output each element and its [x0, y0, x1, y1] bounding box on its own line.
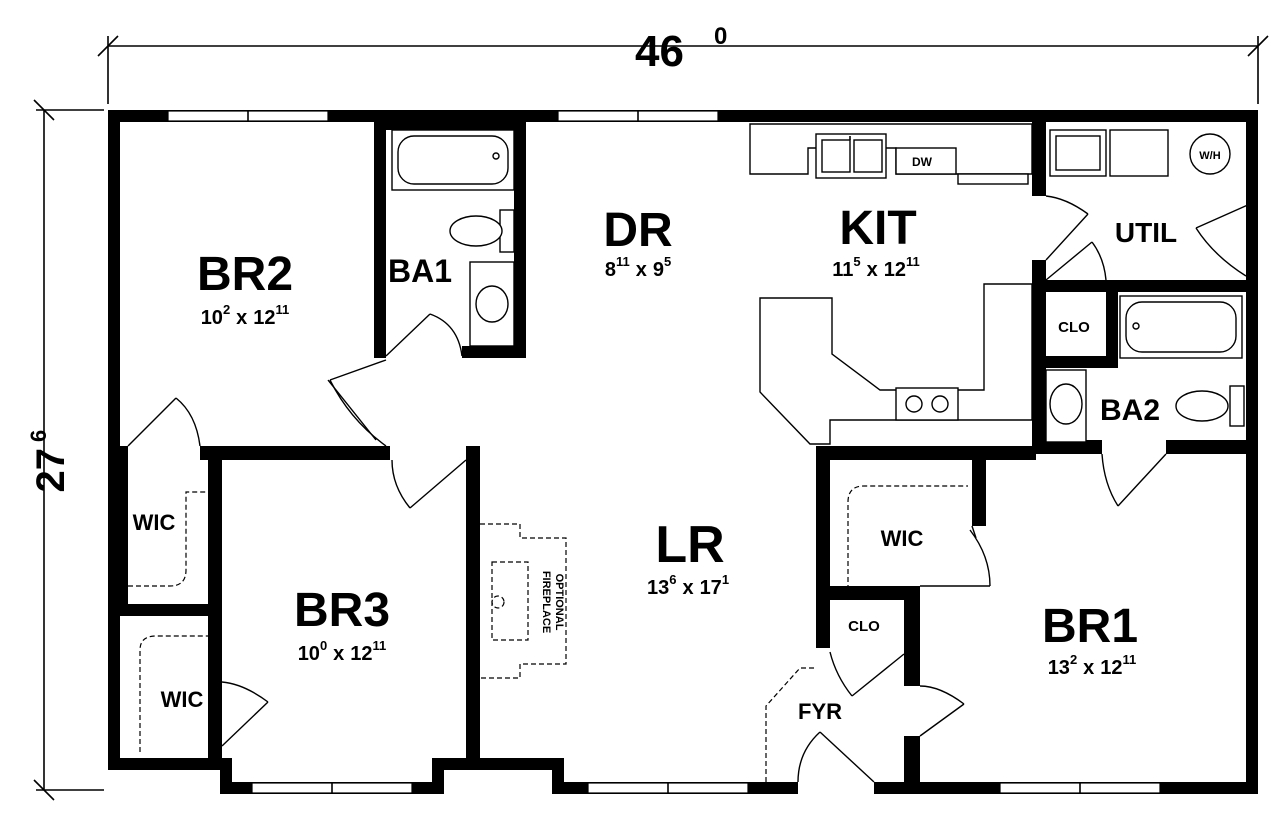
room-clo-top-name: CLO — [1058, 319, 1090, 336]
room-lr-name: LR — [655, 516, 724, 574]
room-fyr-name: FYR — [798, 699, 842, 724]
room-wic-br2-name: WIC — [133, 510, 176, 535]
fixtures — [391, 123, 1245, 679]
room-clo-fyr-name: CLO — [848, 618, 880, 635]
room-br1-name: BR1 — [1042, 600, 1138, 653]
width-dimension — [97, 35, 1269, 104]
fireplace-label-line1: OPTIONAL — [553, 574, 565, 631]
room-br3-name: BR3 — [294, 584, 390, 637]
depth-dimension — [33, 99, 104, 801]
room-br2-name: BR2 — [197, 248, 293, 301]
room-util-name: UTIL — [1115, 217, 1177, 248]
closet-shelving — [128, 485, 968, 782]
width-dimension-label: 46 — [635, 27, 684, 76]
interior-walls — [108, 122, 1258, 782]
water-heater-label: W/H — [1199, 150, 1220, 162]
room-ba1-name: BA1 — [388, 253, 452, 289]
fireplace-label: OPTIONAL FIREPLACE — [540, 571, 565, 633]
fireplace-label-line2: FIREPLACE — [540, 571, 552, 633]
room-kit-name: KIT — [839, 202, 916, 255]
depth-dimension-label: 27 — [29, 448, 73, 493]
windows — [167, 110, 1161, 794]
room-dr-name: DR — [603, 204, 672, 257]
room-ba2-name: BA2 — [1100, 394, 1160, 427]
room-wic-br3-name: WIC — [161, 687, 204, 712]
depth-dimension-sup: 6 — [26, 430, 51, 442]
width-dimension-sup: 0 — [714, 23, 727, 50]
dishwasher-label: DW — [912, 155, 933, 169]
room-wic-br1-name: WIC — [881, 526, 924, 551]
doors — [127, 195, 1251, 783]
